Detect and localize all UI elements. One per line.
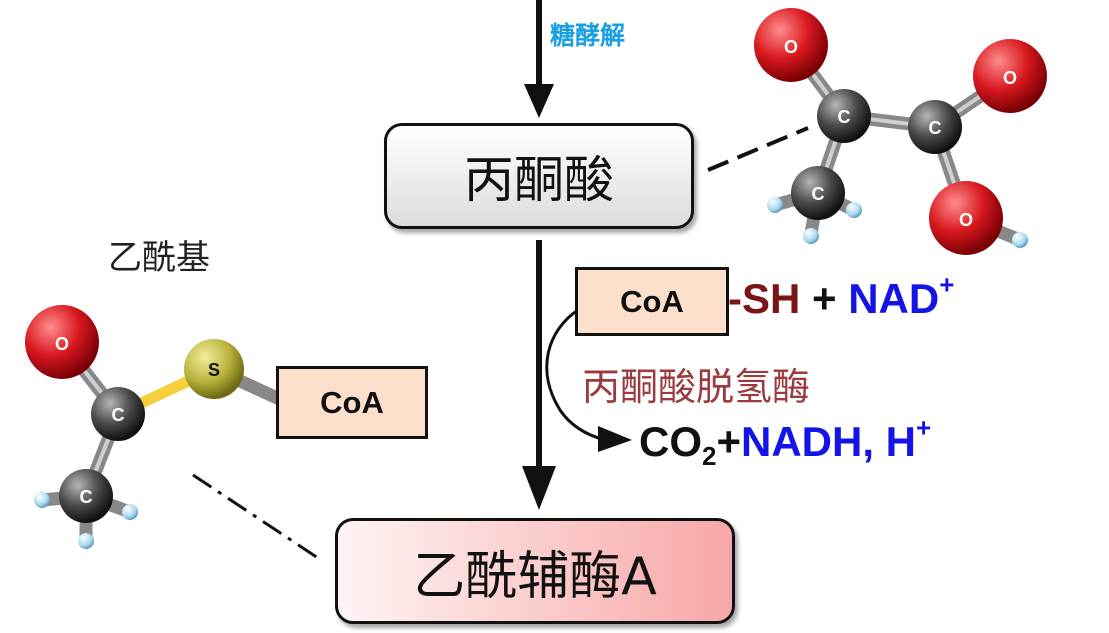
acetyl-coa-box: 乙酰辅酶A: [335, 518, 735, 624]
oxygen-atom: [754, 8, 828, 82]
main-arrow-head: [522, 466, 556, 510]
side-curve-arrow-head: [598, 426, 632, 452]
glycolysis-label: 糖酵解: [550, 21, 626, 50]
co2-subscript: 2: [702, 441, 717, 472]
hydrogen-atom: [803, 228, 819, 244]
oxygen-atom: [973, 39, 1047, 113]
pyruvate-box: 丙酮酸: [384, 123, 694, 229]
carbon-atom: [908, 100, 962, 154]
side-curve-arrow: [545, 308, 606, 442]
h-charge: +: [916, 412, 932, 443]
carbon-atom-label: C: [112, 405, 125, 425]
glycolysis-arrow-head: [524, 84, 554, 118]
acetyl-dashed-connector: [192, 473, 319, 560]
product-equation: CO2+NADH, H+: [639, 414, 931, 469]
oxygen-atom-label: O: [959, 210, 973, 230]
carbon-atom-label: C: [838, 107, 851, 127]
hydrogen-atom: [767, 197, 783, 213]
reactant-plus: +: [800, 275, 849, 322]
sh-group-text: -SH: [728, 275, 801, 322]
coa-tag-reactant: CoA: [575, 267, 729, 336]
carbon-atom: [91, 387, 145, 441]
nad-text: NAD: [848, 275, 940, 322]
product-plus: +: [716, 418, 742, 465]
carbon-atom-label: C: [80, 487, 93, 507]
hydrogen-atom: [78, 533, 94, 549]
hydrogen-atom: [122, 504, 138, 520]
oxygen-atom: [929, 181, 1003, 255]
carbon-atom: [817, 89, 871, 143]
acetyl-group-label: 乙酰基: [108, 238, 210, 278]
oxygen-atom-label: O: [784, 37, 798, 57]
hydrogen-atom: [34, 492, 50, 508]
nad-charge: +: [939, 269, 955, 300]
carbon-atom-label: C: [929, 118, 942, 138]
carbon-atom-label: C: [812, 184, 825, 204]
coa-tag-acetyl: CoA: [276, 366, 428, 439]
sulfur-atom: [184, 339, 244, 399]
oxygen-atom-label: O: [55, 334, 69, 354]
oxygen-atom-label: O: [1003, 68, 1017, 88]
hydrogen-atom: [846, 202, 862, 218]
sulfur-atom-label: S: [208, 360, 220, 380]
carbon-atom: [59, 469, 113, 523]
enzyme-label: 丙酮酸脱氢酶: [582, 365, 811, 409]
pyruvate-dashed-connector: [707, 126, 809, 172]
carbon-atom: [791, 166, 845, 220]
reactant-equation: -SH + NAD+: [728, 271, 954, 323]
oxygen-atom: [25, 305, 99, 379]
nadh-text: NADH, H: [741, 418, 917, 465]
co2-text: CO: [639, 418, 702, 465]
hydrogen-atom: [1012, 232, 1028, 248]
